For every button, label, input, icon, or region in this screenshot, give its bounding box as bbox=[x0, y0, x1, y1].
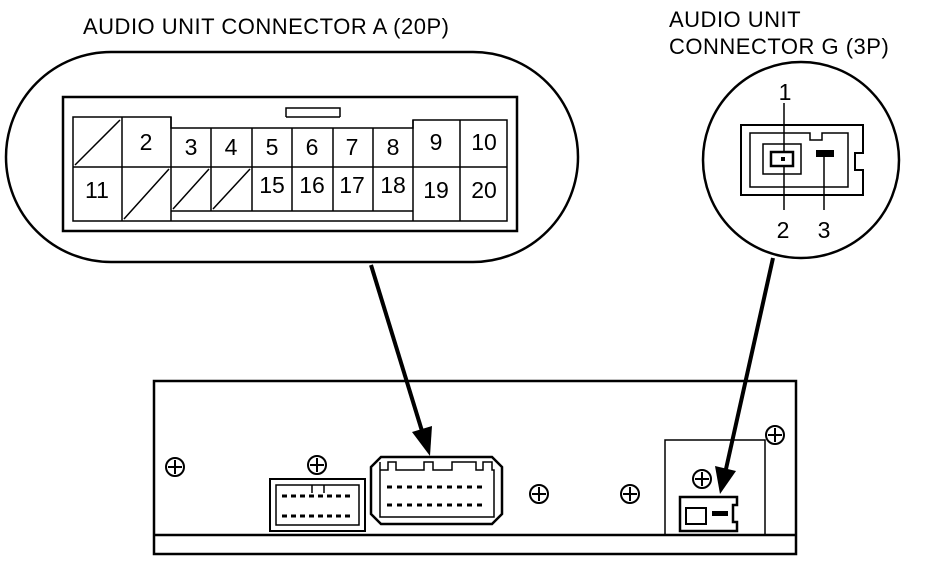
connector-g-title-line1: AUDIO UNIT bbox=[669, 7, 801, 32]
pin-label-a3: 3 bbox=[185, 134, 198, 160]
connector-g-pin3-contact bbox=[816, 150, 834, 157]
connector-a-arrowhead bbox=[412, 426, 432, 456]
screw-icon bbox=[765, 425, 785, 445]
pin-label-a11: 11 bbox=[85, 177, 109, 203]
connector-g-terminal-frame bbox=[762, 143, 802, 175]
connector-a-leader-arrow bbox=[369, 264, 424, 432]
connector-a-shell bbox=[61, 95, 519, 233]
audio-unit-rear-panel bbox=[152, 379, 798, 556]
pin-label-a6: 6 bbox=[306, 134, 319, 160]
pin-label-g3: 3 bbox=[818, 217, 831, 243]
connector-g-face: 1 2 3 bbox=[740, 79, 864, 243]
connector-a-title: AUDIO UNIT CONNECTOR A (20P) bbox=[83, 14, 449, 39]
pin-label-a16: 16 bbox=[299, 172, 325, 198]
connector-g-cavity bbox=[749, 132, 849, 188]
pin-label-a2: 2 bbox=[140, 129, 153, 155]
connector-g-callout bbox=[701, 60, 901, 260]
unused-cavity-mark bbox=[212, 168, 251, 210]
screw-icon bbox=[529, 484, 549, 504]
connector-g-terminal-contact bbox=[781, 157, 785, 161]
connector-a-lock-tab bbox=[285, 107, 341, 117]
pin-label-a9: 9 bbox=[430, 129, 443, 155]
audio-unit-housing bbox=[152, 379, 798, 556]
connector-g-terminal bbox=[769, 150, 795, 168]
unused-cavity-mark bbox=[172, 168, 210, 210]
connector-g-arrowhead bbox=[715, 466, 736, 494]
unused-cavity-mark bbox=[74, 119, 121, 166]
pin-label-a18: 18 bbox=[380, 172, 406, 198]
audio-unit-connector-g-receptacle bbox=[678, 495, 739, 533]
pin-label-a20: 20 bbox=[471, 177, 497, 203]
connector-g-shell bbox=[740, 124, 864, 196]
pin-label-a19: 19 bbox=[423, 177, 449, 203]
screw-icon bbox=[307, 455, 327, 475]
connector-a-face: 2 3 4 5 6 7 8 9 10 11 15 16 17 18 19 20 bbox=[61, 95, 519, 233]
pin-label-a8: 8 bbox=[387, 134, 400, 160]
screw-icon bbox=[165, 457, 185, 477]
pin-label-a7: 7 bbox=[346, 134, 359, 160]
pin-label-a15: 15 bbox=[259, 172, 285, 198]
audio-unit-small-connector bbox=[269, 478, 366, 532]
connector-g-title-line2: CONNECTOR G (3P) bbox=[669, 34, 889, 59]
audio-unit-connector-a-receptacle bbox=[369, 455, 504, 526]
pin-label-a17: 17 bbox=[339, 172, 365, 198]
pin-label-a10: 10 bbox=[471, 129, 497, 155]
pin-label-g1: 1 bbox=[779, 79, 792, 105]
unused-cavity-mark bbox=[123, 168, 170, 220]
connector-g-leader-arrow bbox=[724, 257, 775, 470]
connector-g-recess bbox=[664, 439, 766, 535]
pin-label-a5: 5 bbox=[266, 134, 279, 160]
screw-icon bbox=[692, 469, 712, 489]
screw-icon bbox=[620, 484, 640, 504]
pin-label-a4: 4 bbox=[225, 134, 238, 160]
pin-label-g2: 2 bbox=[777, 217, 790, 243]
connector-a-callout bbox=[4, 50, 580, 264]
